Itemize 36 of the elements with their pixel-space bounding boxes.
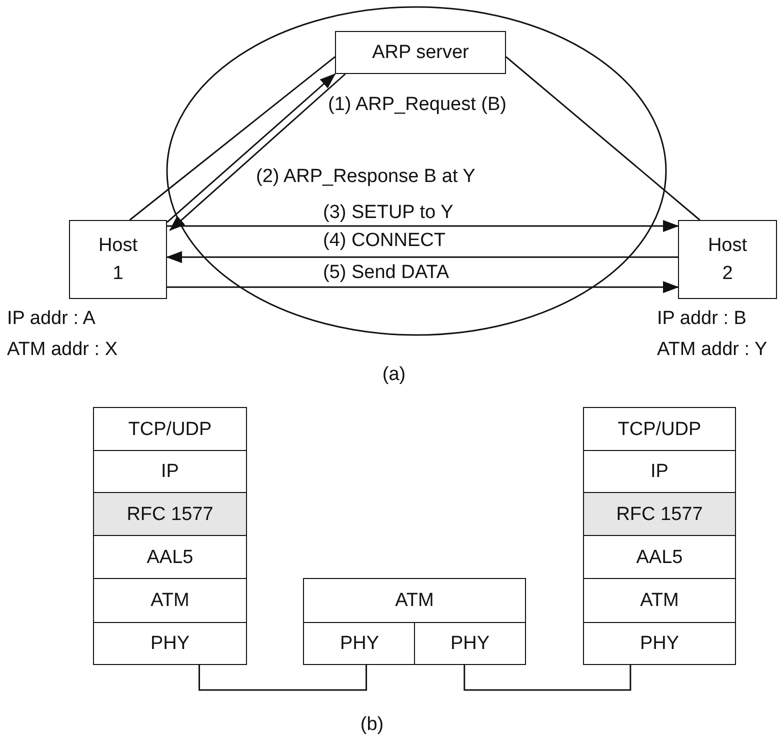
figure-caption: (b)	[360, 714, 384, 737]
protocol-layer-box: ATM	[93, 578, 247, 624]
protocol-layer-box: AAL5	[583, 535, 736, 580]
protocol-layer-box: AAL5	[93, 535, 247, 580]
protocol-layer-box: TCP/UDP	[583, 407, 736, 452]
edge-label: (4) CONNECT	[321, 230, 448, 253]
figure-caption: (a)	[382, 364, 406, 387]
protocol-layer-box: PHY	[93, 622, 247, 665]
arrow	[167, 220, 679, 232]
connector-line	[198, 665, 368, 691]
protocol-layer-box: IP	[583, 450, 736, 494]
address-label: IP addr : B	[657, 308, 746, 331]
arrow	[166, 251, 678, 264]
server-box: ARP server	[335, 31, 506, 74]
edge-label: (5) Send DATA	[321, 262, 452, 285]
protocol-layer-box: TCP/UDP	[93, 407, 247, 452]
host-box: Host 2	[678, 220, 777, 299]
connector-line	[464, 665, 632, 691]
edge-label: (2) ARP_Response B at Y	[254, 166, 478, 189]
protocol-layer-box: IP	[93, 450, 247, 494]
connector-line	[506, 56, 700, 221]
arrow	[167, 281, 679, 294]
protocol-layer-box: ATM	[303, 578, 526, 624]
host-box: Host 1	[69, 220, 167, 299]
protocol-layer-box: PHY	[414, 622, 526, 665]
protocol-layer-box: PHY	[303, 622, 416, 665]
address-label: ATM addr : X	[7, 339, 118, 362]
edge-label: (1) ARP_Request (B)	[326, 94, 508, 117]
protocol-layer-box: RFC 1577	[93, 492, 247, 537]
protocol-layer-box: PHY	[583, 622, 736, 665]
address-label: ATM addr : Y	[657, 339, 768, 362]
address-label: IP addr : A	[7, 308, 96, 331]
protocol-layer-box: RFC 1577	[583, 492, 736, 537]
protocol-layer-box: ATM	[583, 578, 736, 624]
edge-label: (3) SETUP to Y	[321, 202, 456, 225]
connector-line	[129, 56, 336, 221]
